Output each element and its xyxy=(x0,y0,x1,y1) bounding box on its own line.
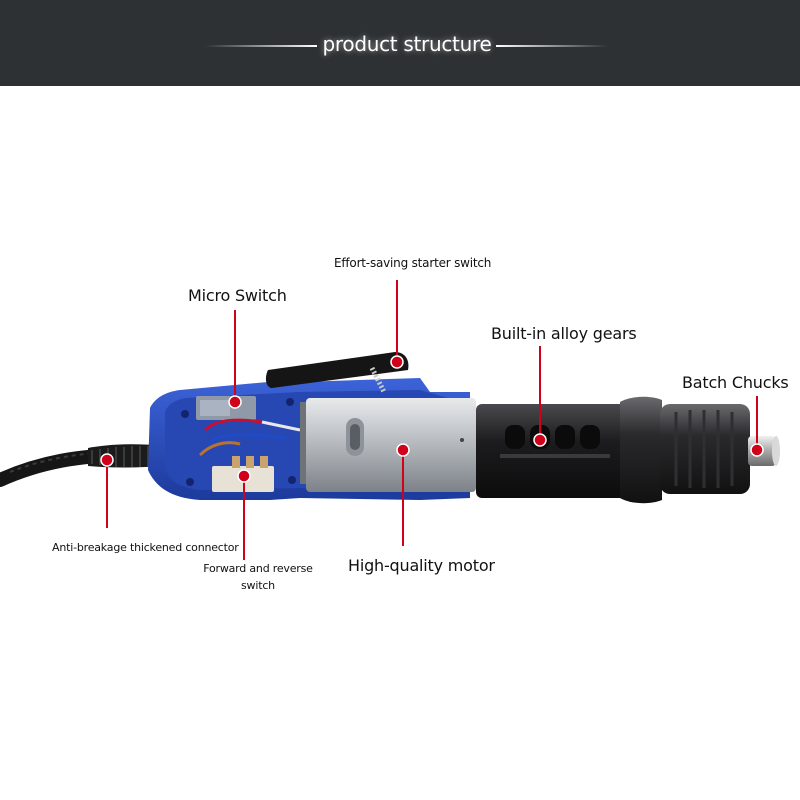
title-rule-right xyxy=(496,45,608,47)
header-bar: product structure xyxy=(0,0,800,86)
callout-marker-anti-breakage-thickened-connector xyxy=(100,453,114,467)
title-rule-left xyxy=(205,45,317,47)
label-anti-breakage-thickened-connector: Anti-breakage thickened connector xyxy=(52,541,239,554)
callout-marker-high-quality-motor xyxy=(396,443,410,457)
chuck-part xyxy=(620,396,750,504)
label-effort-saving-starter-switch: Effort-saving starter switch xyxy=(334,256,492,270)
gear-housing-part xyxy=(476,404,626,498)
screwdriver-cutaway-illustration xyxy=(0,280,780,560)
label-batch-chucks: Batch Chucks xyxy=(682,373,789,392)
callout-marker-micro-switch xyxy=(228,395,242,409)
label-high-quality-motor: High-quality motor xyxy=(348,556,495,575)
label-forward-and-reverse-switch-line-1: Forward and reverse xyxy=(203,562,313,575)
diagram-stage: Effort-saving starter switch Micro Switc… xyxy=(0,86,800,800)
callout-marker-batch-chucks xyxy=(750,443,764,457)
callout-leaders xyxy=(100,280,764,560)
label-micro-switch: Micro Switch xyxy=(188,286,287,305)
internal-wiring xyxy=(198,418,301,457)
label-forward-and-reverse-switch-line-2: switch xyxy=(241,579,275,592)
label-built-in-alloy-gears: Built-in alloy gears xyxy=(491,324,637,343)
callout-marker-forward-and-reverse-switch xyxy=(237,469,251,483)
motor-part xyxy=(300,398,476,492)
micro-switch-part xyxy=(196,396,256,420)
page-title: product structure xyxy=(322,32,492,56)
callout-marker-built-in-alloy-gears xyxy=(533,433,547,447)
starter-switch-lever xyxy=(265,352,409,394)
label-forward-and-reverse-switch: Forward and reverse switch xyxy=(198,562,318,592)
callout-marker-effort-saving-starter-switch xyxy=(390,355,404,369)
